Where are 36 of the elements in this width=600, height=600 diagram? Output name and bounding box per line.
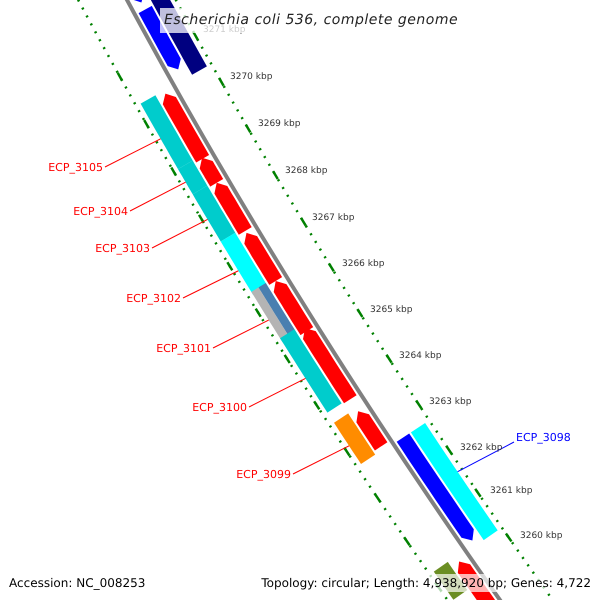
leader-line xyxy=(212,320,270,348)
position-label: 3269 kbp xyxy=(258,120,300,129)
leader-line xyxy=(130,182,186,212)
leader-line xyxy=(182,270,239,298)
gene-label: ECP_3105 xyxy=(48,162,103,173)
gene-bar xyxy=(192,186,236,242)
gene-label: ECP_3098 xyxy=(516,432,571,443)
topology-text: Topology: circular; Length: 4,938,920 bp; Genes: 4,722 xyxy=(261,574,591,592)
gene-bar xyxy=(334,413,376,464)
gene-bar xyxy=(220,232,268,295)
gene-label: ECP_3100 xyxy=(192,402,247,413)
gene-label: ECP_3104 xyxy=(73,206,128,217)
leader-line xyxy=(152,218,208,248)
gene-label: ECP_3103 xyxy=(95,243,150,254)
leader-line xyxy=(248,378,306,408)
gene-bar xyxy=(251,283,297,342)
position-label: 3268 kbp xyxy=(285,167,328,176)
leader-line xyxy=(457,442,514,472)
position-label: 3260 kbp xyxy=(520,532,562,541)
position-label: 3262 kbp xyxy=(460,444,502,453)
gene-bar xyxy=(178,160,208,194)
position-label: 3267 kbp xyxy=(312,214,354,223)
position-label: 3266 kbp xyxy=(342,260,384,269)
leader-line xyxy=(292,445,350,474)
position-label: 3265 kbp xyxy=(370,306,412,315)
gene-label: ECP_3099 xyxy=(236,469,291,480)
gene-bar xyxy=(280,329,342,413)
position-label: 3263 kbp xyxy=(429,398,472,407)
gene-bar xyxy=(140,95,193,170)
gene-label: ECP_3102 xyxy=(126,293,181,304)
position-label: 3261 kbp xyxy=(490,487,532,496)
position-label: 3264 kbp xyxy=(399,352,442,361)
position-label: 3270 kbp xyxy=(230,73,272,82)
gene-label: ECP_3101 xyxy=(156,343,211,354)
leader-line xyxy=(104,138,162,168)
accession-text: Accession: NC_008253 xyxy=(9,575,146,592)
